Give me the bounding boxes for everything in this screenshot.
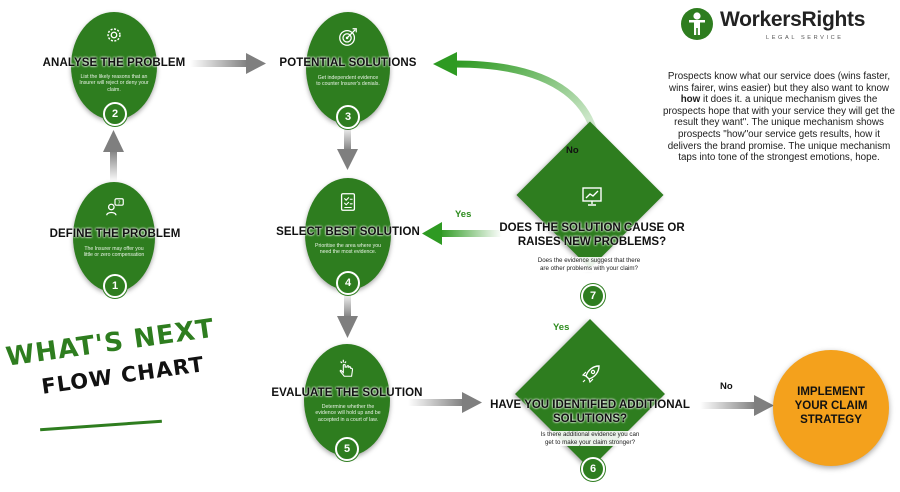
step-4-desc: Prioritise the area where you need the m… bbox=[314, 243, 382, 256]
arrow-evaluate-to-identified bbox=[408, 392, 482, 413]
arrow-solutions-to-select bbox=[337, 125, 358, 170]
intro-paragraph: Prospects know what our service does (wi… bbox=[663, 71, 895, 164]
presentation-chart-icon bbox=[580, 184, 604, 208]
decision-6-yes-label: Yes bbox=[553, 322, 570, 333]
decision-7-no-label: No bbox=[566, 145, 579, 156]
step-3-title: POTENTIAL SOLUTIONS bbox=[279, 57, 417, 69]
step-3-desc: Get independent evidence to counter Insu… bbox=[316, 75, 380, 88]
implement-line2: YOUR CLAIM bbox=[794, 400, 868, 412]
gear-icon bbox=[103, 24, 125, 46]
rocket-icon bbox=[579, 362, 603, 386]
person-icon bbox=[681, 8, 713, 40]
decision-7-title-line1: DOES THE SOLUTION CAUSE OR bbox=[499, 222, 685, 234]
intro-text-1: Prospects know what our service does (wi… bbox=[667, 71, 891, 94]
decision-7-desc: Does the evidence suggest that there are… bbox=[522, 257, 656, 273]
decision-7-title-line2: RAISES NEW PROBLEMS? bbox=[517, 235, 667, 248]
arrow-select-to-evaluate bbox=[337, 292, 358, 338]
decision-7-title: DOES THE SOLUTION CAUSE OR RAISES NEW PR… bbox=[482, 222, 702, 249]
arrow-problems-to-select bbox=[422, 222, 502, 245]
step-5-desc: Determine whether the evidence will hold… bbox=[315, 404, 381, 423]
step-2-desc: List the likely reasons that an Insurer … bbox=[79, 74, 149, 93]
target-icon bbox=[337, 26, 359, 48]
decision-7-desc-line2: are other problems with your claim? bbox=[539, 264, 638, 272]
step-4-title: SELECT BEST SOLUTION bbox=[276, 226, 420, 238]
decision-7-yes-label: Yes bbox=[455, 209, 472, 220]
implement-strategy-label: IMPLEMENT YOUR CLAIM STRATEGY bbox=[779, 385, 883, 427]
implement-strategy-circle bbox=[773, 350, 889, 466]
decision-7-desc-line1: Does the evidence suggest that there bbox=[537, 257, 641, 264]
brand-subtitle: LEGAL SERVICE bbox=[766, 35, 844, 41]
intro-text-2: it does it. a unique mechanism gives the… bbox=[663, 94, 895, 164]
step-4-number: 4 bbox=[336, 271, 360, 295]
decision-7-number: 7 bbox=[581, 284, 605, 308]
implement-line3: STRATEGY bbox=[800, 414, 862, 426]
decision-6-desc-line1: Is there additional evidence you can bbox=[540, 431, 640, 438]
decision-6-title-line2: SOLUTIONS? bbox=[552, 412, 628, 425]
step-5-number: 5 bbox=[335, 437, 359, 461]
implement-line1: IMPLEMENT bbox=[797, 386, 865, 398]
step-3-number: 3 bbox=[336, 105, 360, 129]
decision-6-title: HAVE YOU IDENTIFIED ADDITIONAL SOLUTIONS… bbox=[470, 399, 710, 426]
step-5-title: EVALUATE THE SOLUTION bbox=[271, 387, 423, 399]
decision-6-desc-line2: get to make your claim stronger? bbox=[544, 438, 636, 446]
checklist-icon bbox=[337, 191, 359, 213]
decision-6-number: 6 bbox=[581, 457, 605, 481]
decision-6-no-label: No bbox=[720, 381, 733, 392]
question-person-icon: ? bbox=[104, 196, 126, 218]
decision-6-desc: Is there additional evidence you can get… bbox=[522, 431, 658, 447]
step-1-circle bbox=[73, 182, 155, 292]
step-2-title: ANALYSE THE PROBLEM bbox=[42, 57, 186, 69]
step-2-number: 2 bbox=[103, 102, 127, 126]
svg-text:?: ? bbox=[118, 200, 121, 206]
decision-6-title-line1: HAVE YOU IDENTIFIED ADDITIONAL bbox=[490, 399, 690, 411]
step-1-desc: The Insurer may offer you little or zero… bbox=[83, 246, 145, 259]
arrow-identified-to-implement bbox=[700, 395, 774, 416]
step-1-title: DEFINE THE PROBLEM bbox=[49, 228, 181, 240]
brand-name: WorkersRights bbox=[720, 8, 866, 31]
intro-bold-word: how bbox=[680, 94, 701, 106]
step-1-number: 1 bbox=[103, 274, 127, 298]
tap-hand-icon bbox=[336, 357, 358, 379]
arrow-define-to-analyse bbox=[103, 130, 124, 182]
brand-logo: WorkersRights LEGAL SERVICE bbox=[681, 5, 881, 45]
arrow-analyse-to-solutions bbox=[190, 53, 266, 74]
